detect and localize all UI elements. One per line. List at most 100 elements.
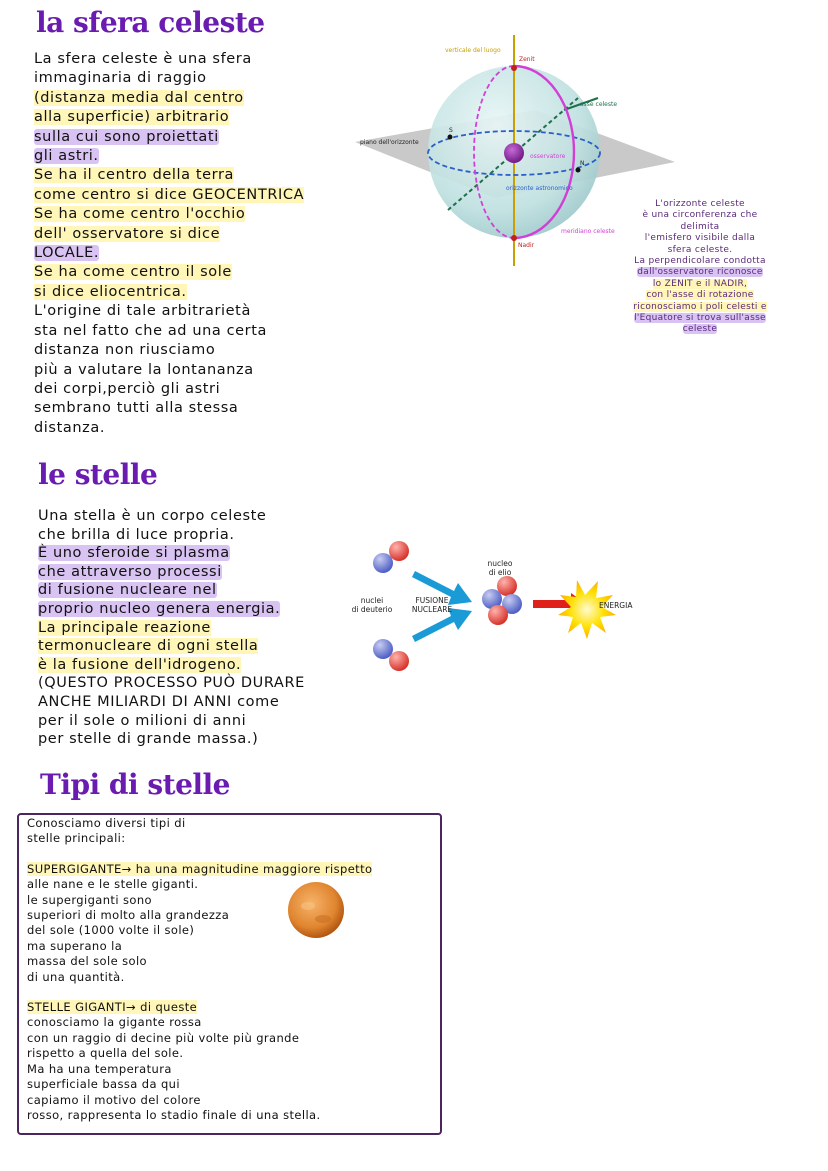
horizon-note: L'orizzonte celeste è una circonferenza … [618, 199, 782, 336]
highlight: La principale reazione [38, 619, 211, 636]
text-line [27, 847, 372, 862]
text-line: sta nel fatto che ad una certa [34, 322, 268, 339]
arrow-up-right [412, 608, 472, 642]
highlight: si dice eliocentrica. [34, 283, 187, 300]
label-osservatore: osservatore [530, 153, 566, 160]
south-point [447, 134, 453, 140]
label-asse: asse celeste [580, 101, 617, 108]
text-line: STELLE GIGANTI→ di queste [27, 1000, 372, 1015]
text-line: La principale reazione [38, 619, 305, 638]
label-energia: ENERGIA [599, 601, 633, 610]
note-line: l'emisfero visibile dalla [644, 233, 756, 244]
helium-proton [488, 605, 508, 625]
highlight: termonucleare di ogni stella [38, 638, 259, 655]
label-piano: piano dell'orizzonte [360, 139, 419, 146]
text-line: distanza non riusciamo [34, 342, 216, 359]
text-line: superficiale bassa da qui [27, 1077, 180, 1092]
text-line: dell' osservatore si dice [34, 225, 304, 244]
meridian-back [473, 65, 515, 239]
highlight: LOCALE. [34, 245, 100, 262]
arrow-down-right [412, 571, 472, 605]
highlight: alla superficie) arbitrario [34, 109, 230, 126]
star-types-box [17, 813, 442, 1135]
text-line: massa del sole solo [27, 954, 147, 969]
section-title-sfera-celeste: la sfera celeste [36, 6, 265, 39]
text-line: La sfera celeste è una sfera [34, 51, 252, 67]
observer [504, 143, 524, 163]
label-s: S [449, 127, 453, 134]
text-line: come centro si dice GEOCENTRICA [34, 186, 305, 205]
note-line: l'Equatore si trova sull'asse [618, 313, 782, 324]
zenit-point [511, 65, 517, 71]
text-line: LOCALE. [34, 244, 304, 263]
highlight: che attraverso processi [38, 563, 222, 580]
text-line: rispetto a quella del sole. [27, 1046, 184, 1061]
text-line: Una stella è un corpo celeste [38, 508, 267, 524]
note-line: è una circonferenza che [642, 210, 758, 221]
text-line: termonucleare di ogni stella [38, 637, 305, 656]
highlight: dell' osservatore si dice [34, 225, 221, 242]
note-line: lo ZENIT e il NADIR, [618, 278, 782, 290]
label-nucleare: NUCLEARE [412, 605, 453, 614]
text-line: È uno sferoide si plasma [38, 544, 305, 563]
nadir-point [511, 235, 517, 241]
supergiant-star-image [288, 882, 344, 938]
note-line: celeste [618, 324, 782, 335]
note-line: La perpendicolare condotta [634, 256, 766, 267]
text-line: L'origine di tale arbitrarietà [34, 303, 251, 320]
note-line: L'orizzonte celeste [655, 199, 745, 209]
text-line: per stelle di grande massa.) [38, 731, 259, 748]
text-line: che brilla di luce propria. [38, 526, 235, 543]
note-line: delimita [680, 221, 720, 232]
celestial-sphere-diagram: verticale del luogo Zenit asse celeste p… [355, 35, 675, 266]
helium-neutron [502, 594, 522, 614]
text-line: stelle principali: [27, 831, 126, 846]
energy-burst [558, 580, 616, 639]
highlight: STELLE GIGANTI→ di queste [27, 1000, 198, 1015]
highlight: come centro si dice GEOCENTRICA [34, 186, 305, 203]
text-line: proprio nucleo genera energia. [38, 600, 305, 619]
meridian-front [513, 64, 576, 240]
helium-neutron [482, 589, 502, 609]
highlight: riconosciamo i poli celesti e [633, 301, 767, 312]
helium-proton [497, 576, 517, 596]
note-line: con l'asse di rotazione [618, 290, 782, 301]
text-line: Se ha come centro il sole [34, 263, 304, 282]
highlight: con l'asse di rotazione [646, 290, 754, 301]
text-line: distanza. [34, 419, 106, 436]
text-line: alle nane e le stelle giganti. [27, 877, 199, 892]
text-line: superiori di molto alla grandezza [27, 908, 230, 923]
neutron [373, 553, 393, 573]
text-line: ma superano la [27, 938, 123, 953]
proton [389, 651, 409, 671]
label-nadir: Nadir [518, 242, 535, 249]
label-zenit: Zenit [519, 56, 535, 63]
label-nucleo: nucleo [488, 559, 513, 568]
label-fusione: FUSIONE [415, 596, 448, 605]
north-point [575, 167, 581, 173]
text-line: sulla cui sono proiettati [34, 128, 304, 147]
text-line: è la fusione dell'idrogeno. [38, 656, 305, 675]
sfera-celeste-paragraph: La sfera celeste è una sfera immaginaria… [34, 50, 305, 438]
text-line: di fusione nucleare nel [38, 581, 305, 600]
star-types-text: Conosciamo diversi tipi di stelle princi… [27, 816, 373, 1123]
neutron [373, 639, 393, 659]
horizon-circle [427, 130, 601, 176]
label-meridiano: meridiano celeste [561, 228, 615, 235]
text-line: con un raggio di decine più volte più gr… [27, 1030, 300, 1045]
highlight: Se ha come centro il sole [34, 264, 232, 281]
highlight: è la fusione dell'idrogeno. [38, 656, 242, 673]
text-line: le supergiganti sono [27, 892, 152, 907]
highlight: (distanza media dal centro [34, 89, 244, 106]
highlight: di fusione nucleare nel [38, 582, 217, 599]
text-line: rosso, rappresenta lo stadio finale di u… [27, 1107, 321, 1122]
text-line: Se ha il centro della terra [34, 166, 304, 185]
note-line: sfera celeste. [667, 244, 733, 255]
text-line: per il sole o milioni di anni [38, 712, 247, 729]
section-title-stelle: le stelle [38, 458, 158, 491]
text-line: alla superficie) arbitrario [34, 108, 304, 127]
highlight: l'Equatore si trova sull'asse [634, 313, 766, 324]
text-line [27, 985, 372, 1000]
label-n: N [580, 160, 585, 167]
nuclear-fusion-diagram: nuclei di deuterio FUSIONE NUCLEARE nucl… [352, 541, 633, 671]
